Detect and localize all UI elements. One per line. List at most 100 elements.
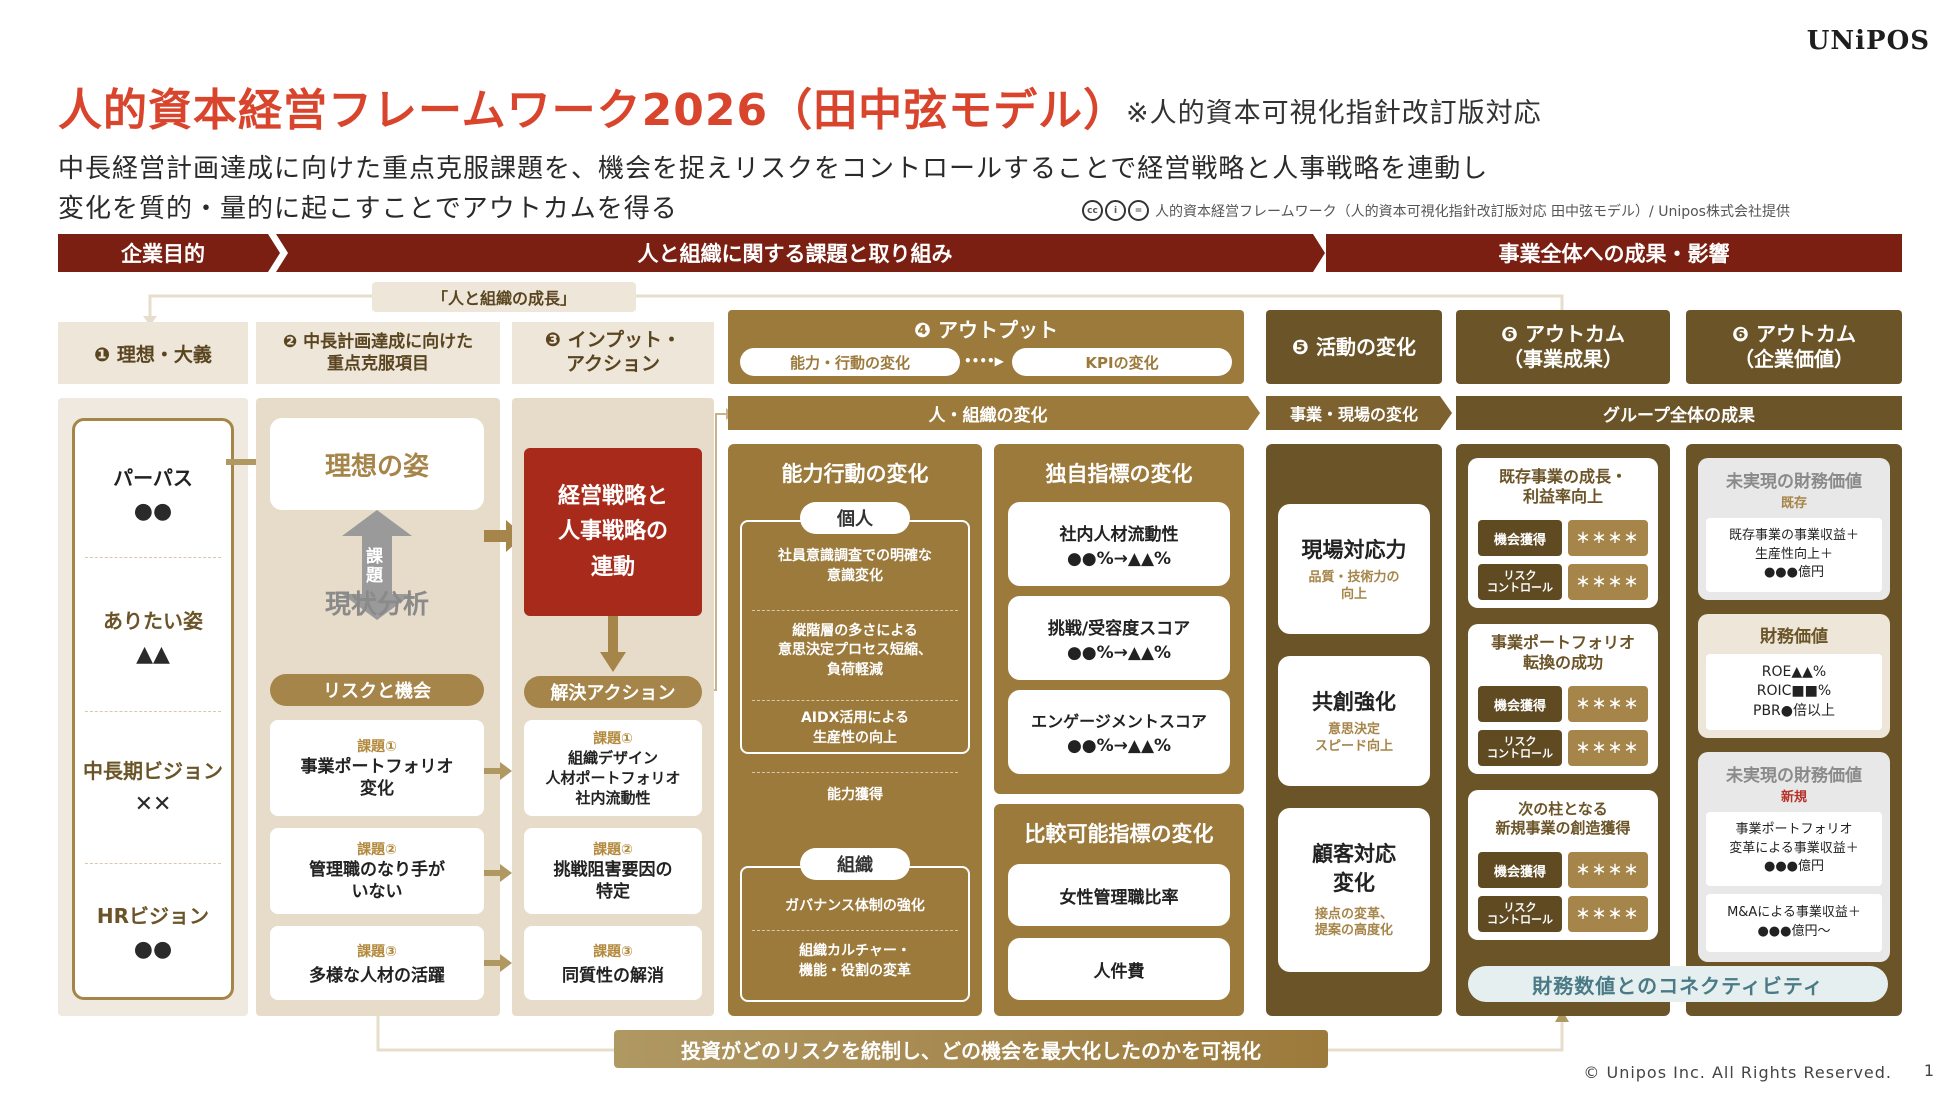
focus-item-tag: 課題①	[357, 738, 397, 755]
financial-title: 財務価値	[1760, 626, 1828, 647]
stars: ＊＊＊＊	[1568, 564, 1648, 600]
divider	[752, 610, 958, 611]
stars: ＊＊＊＊	[1568, 686, 1648, 722]
ideal-label: 中長期ビジョン	[83, 759, 223, 783]
col-header-input: ❸ インプット・ アクション	[512, 322, 714, 384]
col-header-activity: ❺ 活動の変化	[1266, 310, 1442, 384]
stars: ＊＊＊＊	[1568, 896, 1648, 932]
ability-title: 能力行動の変化	[781, 462, 929, 486]
focus-item-text: 事業ポートフォリオ 変化	[300, 756, 454, 799]
col-header-outcome-biz: ❻ アウトカム （事業成果）	[1456, 310, 1670, 384]
ideal-value: ✕✕	[134, 792, 172, 817]
opportunity-tag: 機会獲得	[1478, 520, 1562, 556]
org-pill: 組織	[800, 848, 910, 880]
solution-action-pill: 解決アクション	[524, 676, 702, 708]
outcome-biz-title: 次の柱となる 新規事業の創造獲得	[1495, 800, 1631, 837]
kpi-item-2: 挑戦/受容度スコア ●●%→▲▲%	[1008, 596, 1230, 680]
individual-item: 能力獲得	[827, 787, 883, 804]
risk-tag: リスク コントロール	[1478, 730, 1562, 766]
risk-opportunity-pill: リスクと機会	[270, 674, 484, 706]
kpi-name: 挑戦/受容度スコア	[1047, 618, 1191, 639]
activity-sub: 接点の変革、 提案の高度化	[1314, 906, 1393, 939]
sub-bars	[728, 396, 1902, 430]
unrealized-tag: 既存	[1780, 495, 1807, 511]
org-item: ガバナンス体制の強化	[785, 898, 925, 915]
ideal-label: パーパス	[113, 466, 193, 490]
input-item-text: 挑戦阻害要因の 特定	[553, 859, 673, 902]
kpi-value: ●●%→▲▲%	[1066, 642, 1172, 663]
col-header-outcome-value: ❻ アウトカム （企業価値）	[1686, 310, 1902, 384]
ideal-value: ▲▲	[136, 642, 170, 667]
outcome-biz-title: 既存事業の成長・ 利益率向上	[1498, 467, 1627, 506]
input-item-tag: 課題③	[593, 943, 633, 960]
unipos-logo: UNiPOS	[1806, 26, 1930, 56]
input-item-tag: 課題②	[593, 841, 633, 858]
input-item-tag: 課題①	[593, 730, 633, 747]
subtitle-line-1: 中長経営計画達成に向けた重点克服課題を、機会を捉えリスクをコントロールすることで…	[58, 154, 1489, 184]
activity-item-3: 顧客対応 変化 接点の変革、 提案の高度化	[1278, 808, 1430, 972]
visualization-bar: 投資がどのリスクを統制し、どの機会を最大化したのかを可視化	[614, 1030, 1328, 1068]
unrealized-new-card: 未実現の財務価値 新規 事業ポートフォリオ 変革による事業収益＋ ●●●億円 M…	[1698, 752, 1890, 962]
outcome-biz-title: 事業ポートフォリオ 転換の成功	[1490, 633, 1635, 672]
copyright: © Unipos Inc. All Rights Reserved.	[1583, 1063, 1892, 1082]
page-title: 人的資本経営フレームワーク2026（田中弦モデル）	[58, 85, 1129, 136]
activity-column: 現場対応力 品質・技術力の 向上 共創強化 意思決定 スピード向上 顧客対応 変…	[1266, 444, 1442, 1016]
connectivity-pill: 財務数値とのコネクティビティ	[1468, 966, 1888, 1002]
bar-group: グループ全体の成果	[1603, 405, 1755, 426]
kpi-item-3: エンゲージメントスコア ●●%→▲▲%	[1008, 690, 1230, 774]
opportunity-tag: 機会獲得	[1478, 686, 1562, 722]
focus-item-text: 管理職のなり手が いない	[309, 859, 445, 902]
ideal-label: ありたい姿	[103, 609, 203, 633]
unrealized-title: 未実現の財務価値	[1726, 471, 1862, 492]
kpi-name: 社内人材流動性	[1059, 524, 1179, 545]
kpi-item-1: 社内人材流動性 ●●%→▲▲%	[1008, 502, 1230, 586]
focus-item-text: 多様な人材の活躍	[309, 965, 445, 986]
outcome-biz-card-1: 既存事業の成長・ 利益率向上 機会獲得 ＊＊＊＊ リスク コントロール ＊＊＊＊	[1468, 458, 1658, 608]
unrealized-existing-card: 未実現の財務価値 既存 既存事業の事業収益＋ 生産性向上＋ ●●●億円	[1698, 458, 1890, 600]
focus-item-2: 課題② 管理職のなり手が いない	[270, 828, 484, 914]
ideal-hr: HRビジョン ●●	[75, 871, 231, 991]
kpi-title: 独自指標の変化	[1045, 462, 1193, 486]
org-item: 組織カルチャー・ 機能・役割の変革	[799, 943, 911, 979]
unrealized-text: M&Aによる事業収益＋ ●●●億円〜	[1706, 894, 1882, 952]
arrow-strategy-down	[600, 616, 626, 672]
compare-column: 比較可能指標の変化 女性管理職比率 人件費	[994, 804, 1244, 1016]
financial-value-card: 財務価値 ROE▲▲% ROIC■■% PBR●倍以上	[1698, 614, 1890, 738]
bar-people-org: 人・組織の変化	[928, 405, 1048, 426]
compare-item: 人件費	[1008, 938, 1230, 1000]
pill-connector: ••••▶	[964, 354, 1004, 368]
subtitle-line-2: 変化を質的・量的に起こすことでアウトカムを得る	[58, 194, 678, 224]
output-ability-pill: 能力・行動の変化	[740, 348, 960, 376]
ideal-card: パーパス ●● ありたい姿 ▲▲ 中長期ビジョン ✕✕ HRビジョン ●●	[72, 418, 234, 1000]
outcome-biz-column: 既存事業の成長・ 利益率向上 機会獲得 ＊＊＊＊ リスク コントロール ＊＊＊＊…	[1456, 444, 1670, 1016]
unrealized-text: 事業ポートフォリオ 変革による事業収益＋ ●●●億円	[1706, 812, 1882, 886]
kpi-value: ●●%→▲▲%	[1066, 736, 1172, 756]
ideal-column: パーパス ●● ありたい姿 ▲▲ 中長期ビジョン ✕✕ HRビジョン ●●	[58, 398, 248, 1016]
current-analysis-label: 現状分析	[324, 589, 429, 620]
risk-tag: リスク コントロール	[1478, 896, 1562, 932]
outcome-biz-card-3: 次の柱となる 新規事業の創造獲得 機会獲得 ＊＊＊＊ リスク コントロール ＊＊…	[1468, 790, 1658, 940]
kpi-value: ●●%→▲▲%	[1066, 548, 1172, 569]
divider	[752, 772, 958, 773]
unrealized-title: 未実現の財務価値	[1726, 765, 1862, 786]
focus-column: 理想の姿 課題 現状分析 リスクと機会 課題① 事業ポートフォリオ 変化 課題②…	[256, 398, 500, 1016]
credit-text: 人的資本経営フレームワーク（人的資本可視化指針改訂版対応 田中弦モデル）/ Un…	[1155, 203, 1790, 220]
divider	[85, 863, 221, 864]
input-item-2: 課題② 挑戦阻害要因の 特定	[524, 828, 702, 914]
band-results: 事業全体への成果・影響	[1498, 242, 1730, 266]
individual-item: AIDX活用による 生産性の向上	[800, 710, 910, 746]
divider	[85, 557, 221, 558]
input-column: 経営戦略と 人事戦略の 連動 解決アクション 課題① 組織デザイン 人材ポートフ…	[512, 398, 714, 1016]
divider	[752, 700, 958, 701]
focus-item-3: 課題③ 多様な人材の活躍	[270, 926, 484, 1000]
input-item-3: 課題③ 同質性の解消	[524, 926, 702, 1000]
input-item-text: 組織デザイン 人材ポートフォリオ 社内流動性	[545, 748, 681, 808]
title-note: ※人的資本可視化指針改訂版対応	[1126, 98, 1542, 129]
individual-item: 社員意識調査での明確な 意識変化	[778, 548, 932, 584]
stars: ＊＊＊＊	[1568, 520, 1648, 556]
individual-item: 縦階層の多さによる 意思決定プロセス短縮、 負荷軽減	[778, 622, 932, 678]
outcome-value-column: 未実現の財務価値 既存 既存事業の事業収益＋ 生産性向上＋ ●●●億円 財務価値…	[1686, 444, 1902, 1016]
ability-column: 能力行動の変化 個人 社員意識調査での明確な 意識変化 縦階層の多さによる 意思…	[728, 444, 982, 1016]
bar-field: 事業・現場の変化	[1289, 405, 1418, 424]
